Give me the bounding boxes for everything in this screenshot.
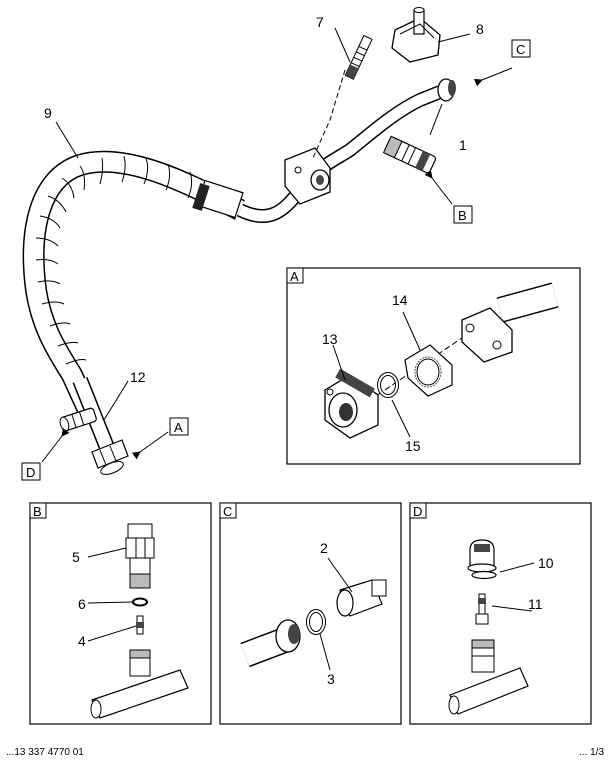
- svg-text:D: D: [26, 465, 35, 480]
- svg-text:D: D: [413, 504, 422, 519]
- cap-part: [391, 7, 441, 63]
- callout-3: 3: [327, 671, 335, 687]
- hose-assembly: [22, 150, 245, 415]
- footer: ...13 337 4770 01 ... 1/3: [6, 747, 604, 761]
- svg-text:A: A: [290, 269, 299, 284]
- callout-15: 15: [405, 438, 421, 454]
- sensor-part: [382, 135, 437, 174]
- callout-6: 6: [78, 596, 86, 612]
- bolt-part: [344, 34, 373, 80]
- callout-12: 12: [130, 369, 146, 385]
- callout-4: 4: [78, 633, 86, 649]
- svg-text:B: B: [33, 504, 42, 519]
- view-ref-a: A: [169, 417, 189, 436]
- view-ref-d: D: [21, 462, 41, 481]
- callout-8: 8: [476, 21, 484, 37]
- detail-box-c: C 2 3: [219, 502, 402, 725]
- callout-11: 11: [528, 596, 543, 612]
- svg-text:C: C: [223, 504, 232, 519]
- svg-text:B: B: [458, 208, 467, 223]
- tube-assembly: [236, 69, 456, 223]
- callout-9: 9: [44, 105, 52, 121]
- callout-1: 1: [459, 137, 467, 153]
- page-number: ... 1/3: [578, 747, 604, 758]
- lower-tube: [72, 377, 129, 475]
- view-ref-b: B: [453, 205, 473, 224]
- callout-5: 5: [72, 549, 80, 565]
- detail-box-b: B 5 6 4: [29, 502, 212, 725]
- callout-10: 10: [538, 555, 554, 571]
- figure-id: ...13 337 4770 01: [6, 747, 84, 758]
- detail-box-d: D 10 11: [409, 502, 592, 725]
- callout-7: 7: [316, 14, 324, 30]
- svg-text:A: A: [174, 420, 183, 435]
- view-ref-c: C: [511, 39, 531, 58]
- callout-13: 13: [322, 331, 338, 347]
- leader-lines: [41, 27, 513, 463]
- detail-box-a: A 13 14 15: [286, 267, 581, 465]
- svg-text:C: C: [516, 42, 525, 57]
- callout-2: 2: [320, 540, 328, 556]
- service-valve: [59, 407, 97, 432]
- callout-14: 14: [392, 292, 408, 308]
